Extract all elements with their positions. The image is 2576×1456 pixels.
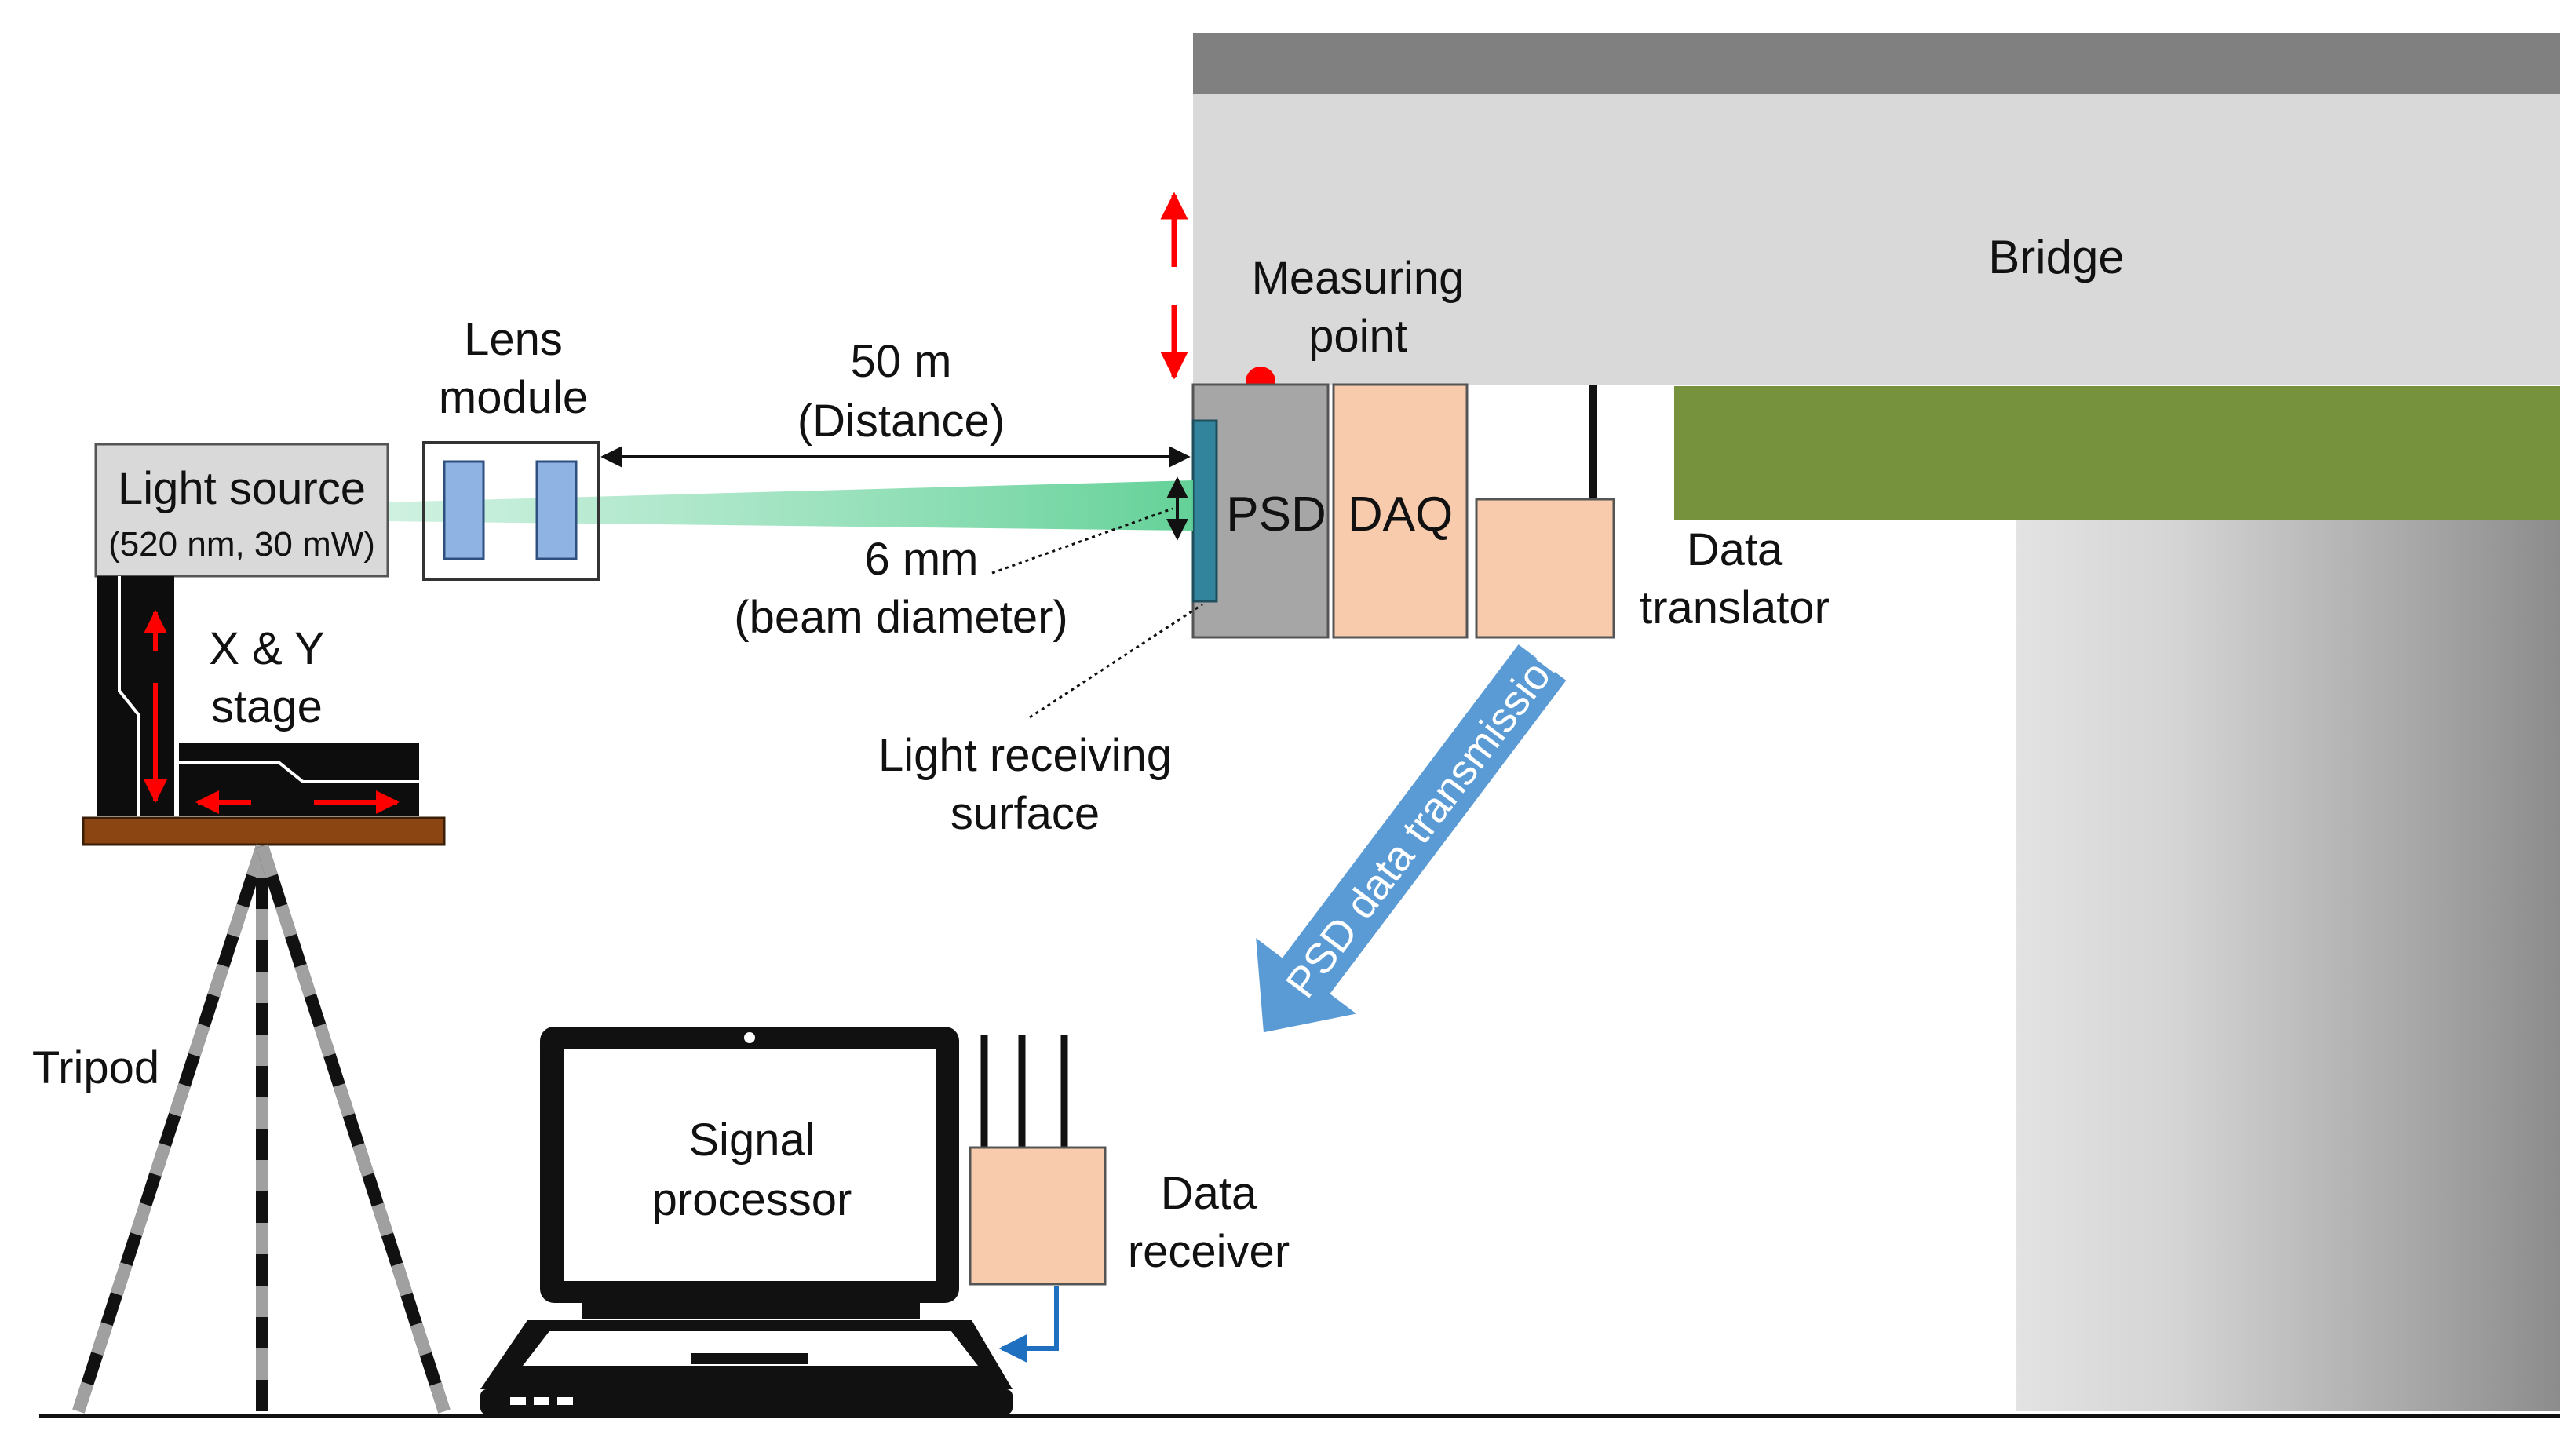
daq-label: DAQ	[1348, 487, 1453, 542]
sensor-unit: PSD DAQ Data translator	[1191, 383, 1830, 639]
light-receiving-surface	[1191, 419, 1218, 603]
data-receiver-box	[969, 1146, 1107, 1286]
stage-base-plate	[82, 816, 446, 846]
receiver-to-laptop-cable	[998, 1286, 1059, 1363]
signal-processor: Signal processor	[480, 1027, 1013, 1414]
bridge: Bridge	[1193, 33, 2560, 1411]
distance-dimension: 50 m (Distance)	[600, 336, 1191, 468]
measuring-point-label-2: point	[1308, 311, 1407, 362]
data-translator-box	[1475, 498, 1615, 639]
tripod-leg-right-base	[256, 844, 451, 1414]
laptop-port-3	[557, 1397, 573, 1405]
lens-module: Lens module	[422, 314, 600, 581]
psd-data-transmission: PSD data transmission	[1256, 633, 1574, 1033]
stage-label-1: X & Y	[209, 623, 324, 674]
receiving-surface-leader	[1029, 603, 1203, 719]
distance-value: 50 m	[851, 336, 952, 387]
lens-module-label-1: Lens	[464, 314, 563, 365]
light-source-box	[94, 443, 389, 578]
laptop-port-2	[534, 1397, 549, 1405]
stage-horizontal-rail	[179, 761, 419, 783]
tripod-label: Tripod	[32, 1042, 159, 1093]
lens-2	[535, 460, 578, 560]
laptop-keyboard	[523, 1331, 978, 1366]
bridge-deck	[1193, 94, 2560, 385]
laptop-port-1	[510, 1397, 526, 1405]
psd-label: PSD	[1226, 487, 1326, 542]
lens-1	[443, 460, 485, 560]
laser-beam	[385, 480, 1193, 531]
data-receiver: Data receiver	[969, 1035, 1290, 1363]
receiving-surface-label-1: Light receiving	[878, 730, 1172, 781]
receiving-surface-label-2: surface	[950, 788, 1100, 839]
laptop-touchpad	[691, 1353, 808, 1364]
bridge-girder	[1674, 386, 2560, 520]
stage-vertical-column	[97, 576, 174, 816]
tripod-leg-left-base	[72, 844, 268, 1414]
data-translator-label-2: translator	[1640, 582, 1830, 633]
stage-vertical-rail	[118, 576, 140, 816]
signal-processor-label-1: Signal	[688, 1115, 815, 1166]
beam-diameter-caption: (beam diameter)	[734, 592, 1067, 643]
data-receiver-label-2: receiver	[1128, 1226, 1290, 1277]
receiving-surface-callout: Light receiving surface	[878, 603, 1203, 839]
light-source: Light source (520 nm, 30 mW)	[94, 443, 389, 578]
light-source-label: Light source	[118, 463, 366, 514]
lens-module-label-2: module	[439, 372, 588, 423]
tripod: Tripod	[32, 844, 451, 1414]
light-source-spec: (520 nm, 30 mW)	[108, 525, 375, 564]
laptop-camera	[744, 1032, 755, 1043]
transmission-label: PSD data transmission	[1277, 633, 1574, 1006]
laptop-screen	[564, 1049, 936, 1281]
bridge-label: Bridge	[1988, 231, 2124, 283]
distance-caption: (Distance)	[797, 396, 1005, 447]
data-translator-label-1: Data	[1687, 524, 1783, 575]
transmission-arrow	[1256, 644, 1567, 1033]
xy-stage: X & Y stage	[82, 576, 446, 846]
data-receiver-label-1: Data	[1161, 1168, 1257, 1219]
beam-diameter-value: 6 mm	[865, 534, 979, 585]
laptop-bottom	[480, 1389, 1013, 1414]
measuring-point: Measuring point	[1246, 253, 1464, 396]
daq-box	[1332, 383, 1469, 639]
laptop-hinge	[582, 1303, 920, 1319]
lens-module-box	[422, 441, 600, 581]
stage-label-2: stage	[211, 681, 323, 732]
bridge-pier	[2016, 520, 2560, 1411]
beam-diameter-dimension: 6 mm (beam diameter)	[734, 476, 1188, 643]
bridge-deck-top	[1193, 33, 2560, 94]
measuring-point-label-1: Measuring	[1252, 253, 1465, 304]
signal-processor-label-2: processor	[652, 1174, 852, 1225]
